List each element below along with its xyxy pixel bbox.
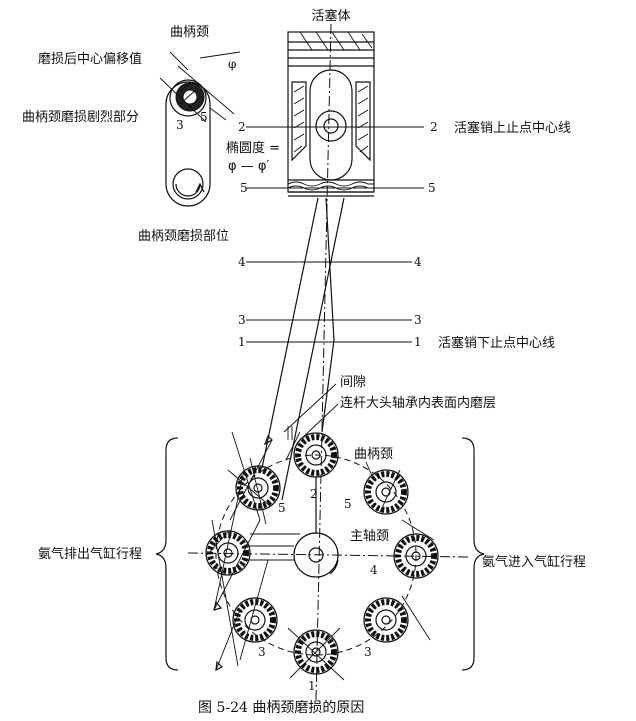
svg-text:2: 2 <box>238 120 246 134</box>
small-crank <box>159 51 241 207</box>
svg-text:3: 3 <box>364 645 372 659</box>
label-ellipse-bottom: φ — φ′ <box>228 159 269 174</box>
label-ellipse-top: 椭圆度 = <box>226 140 280 156</box>
svg-text:5: 5 <box>240 181 248 195</box>
label-rod-bearing-wear: 连杆大头轴承内表面内磨层 <box>340 395 496 411</box>
label-phi: φ <box>228 57 236 71</box>
label-severe-wear: 曲柄颈磨损剧烈部分 <box>22 110 139 125</box>
label-piston-body: 活塞体 <box>311 8 350 24</box>
label-main-journal: 主轴颈 <box>350 529 389 544</box>
label-gap: 间隙 <box>340 375 366 390</box>
reference-lines <box>246 126 424 343</box>
svg-text:5: 5 <box>278 501 286 515</box>
svg-text:2: 2 <box>310 487 318 501</box>
svg-text:4: 4 <box>238 255 246 269</box>
svg-text:4: 4 <box>370 563 378 577</box>
svg-text:1: 1 <box>308 679 316 693</box>
label-wear-offset: 磨损后中心偏移值 <box>38 51 142 67</box>
svg-text:1: 1 <box>238 335 246 349</box>
label-crank-neck: 曲柄颈 <box>170 25 209 40</box>
figure-caption: 图 5-24 曲柄颈磨损的原因 <box>198 700 364 716</box>
svg-text:3: 3 <box>414 313 422 327</box>
svg-text:2: 2 <box>430 120 438 134</box>
label-pin-bottom-line: 活塞销下止点中心线 <box>438 335 555 351</box>
gap-indicator <box>283 383 339 441</box>
svg-text:5: 5 <box>428 181 436 195</box>
svg-text:4: 4 <box>414 255 422 269</box>
crank-pins <box>205 432 439 675</box>
number-markers: 3 5 2 2 5 5 4 4 3 3 1 1 2 5 5 4 3 3 1 <box>176 110 438 693</box>
svg-text:1: 1 <box>414 335 422 349</box>
svg-text:3: 3 <box>176 118 184 132</box>
label-intake-stroke: 氨气进入气缸行程 <box>482 554 586 570</box>
label-crank-neck-lower: 曲柄颈 <box>354 447 393 462</box>
cylinder-axis <box>315 23 332 701</box>
label-pin-top-line: 活塞销上止点中心线 <box>454 120 571 136</box>
piston <box>287 31 375 197</box>
svg-text:3: 3 <box>258 645 266 659</box>
svg-text:3: 3 <box>238 313 246 327</box>
label-wear-location: 曲柄颈磨损部位 <box>138 229 229 244</box>
label-exhaust-stroke: 氨气排出气缸行程 <box>38 546 142 562</box>
left-brace <box>155 437 179 671</box>
svg-text:5: 5 <box>200 110 208 124</box>
right-brace <box>461 437 485 671</box>
svg-text:5: 5 <box>344 497 352 511</box>
crank-rotation <box>187 431 471 681</box>
